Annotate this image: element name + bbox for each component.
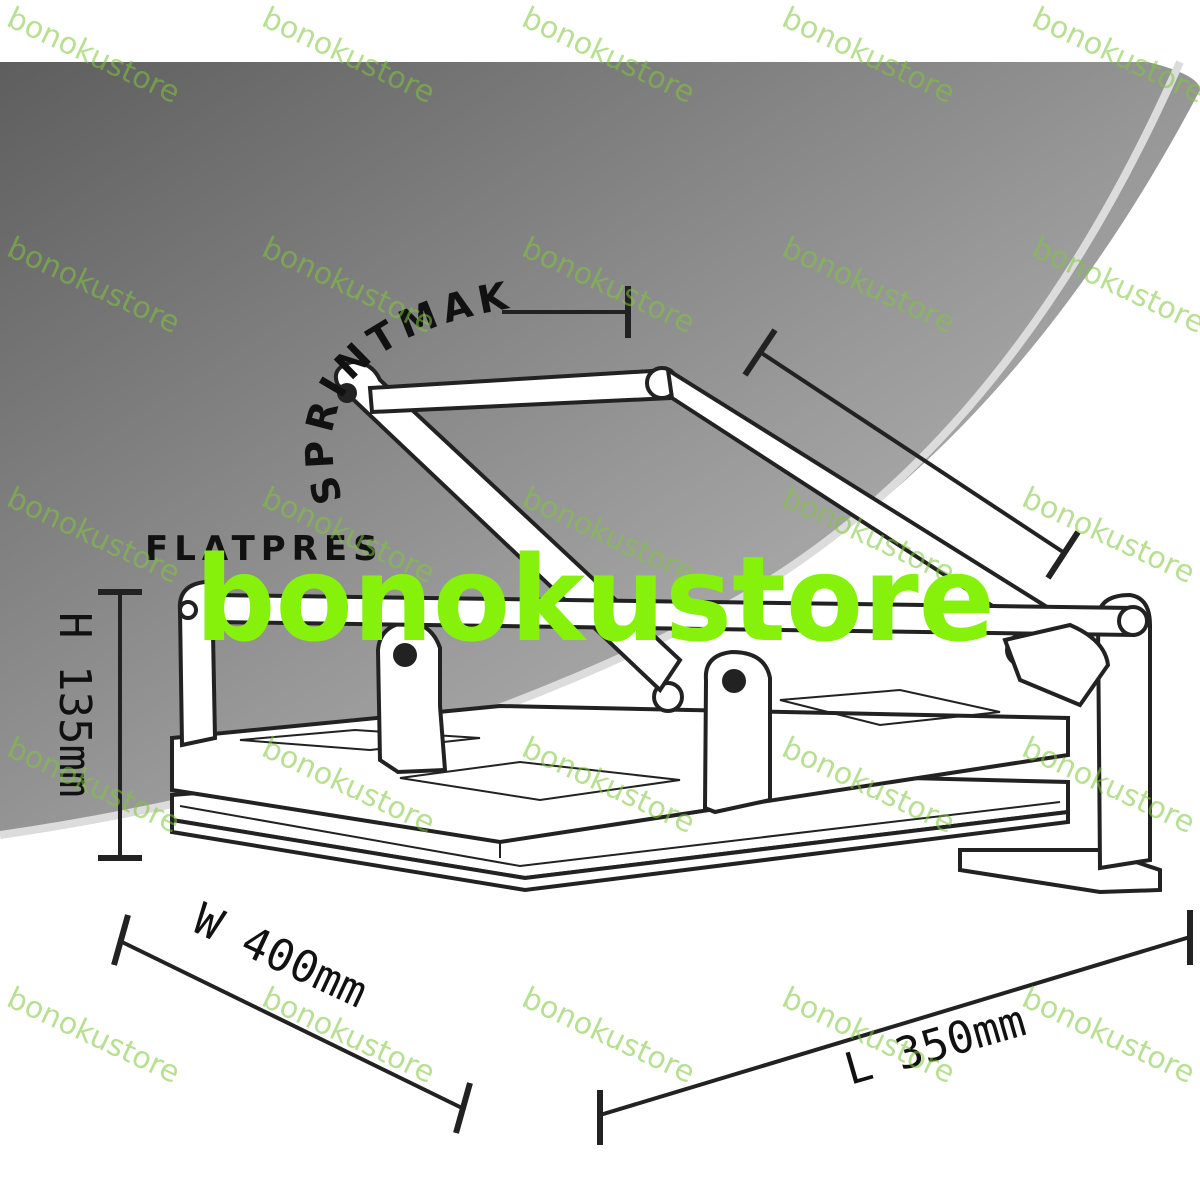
watermark-text: bonokustore [1017, 481, 1200, 591]
background-shadow [0, 62, 1200, 835]
watermark-text: bonokustore [1017, 981, 1200, 1091]
length-dimension-line [597, 910, 1193, 1145]
brand-leader-line [502, 286, 631, 338]
handle-dimension-line [742, 328, 1081, 580]
height-dimension-line [98, 589, 142, 861]
width-dimension-line [111, 914, 473, 1134]
watermark-main: bonokustore [195, 530, 995, 668]
watermark-text: bonokustore [2, 981, 185, 1091]
product-label: FLATPRES [145, 529, 384, 569]
watermark-text: bonokustore [517, 981, 700, 1091]
press-handle [213, 359, 1149, 708]
height-label: H 135mm [49, 612, 100, 797]
press-frame [177, 580, 1152, 871]
